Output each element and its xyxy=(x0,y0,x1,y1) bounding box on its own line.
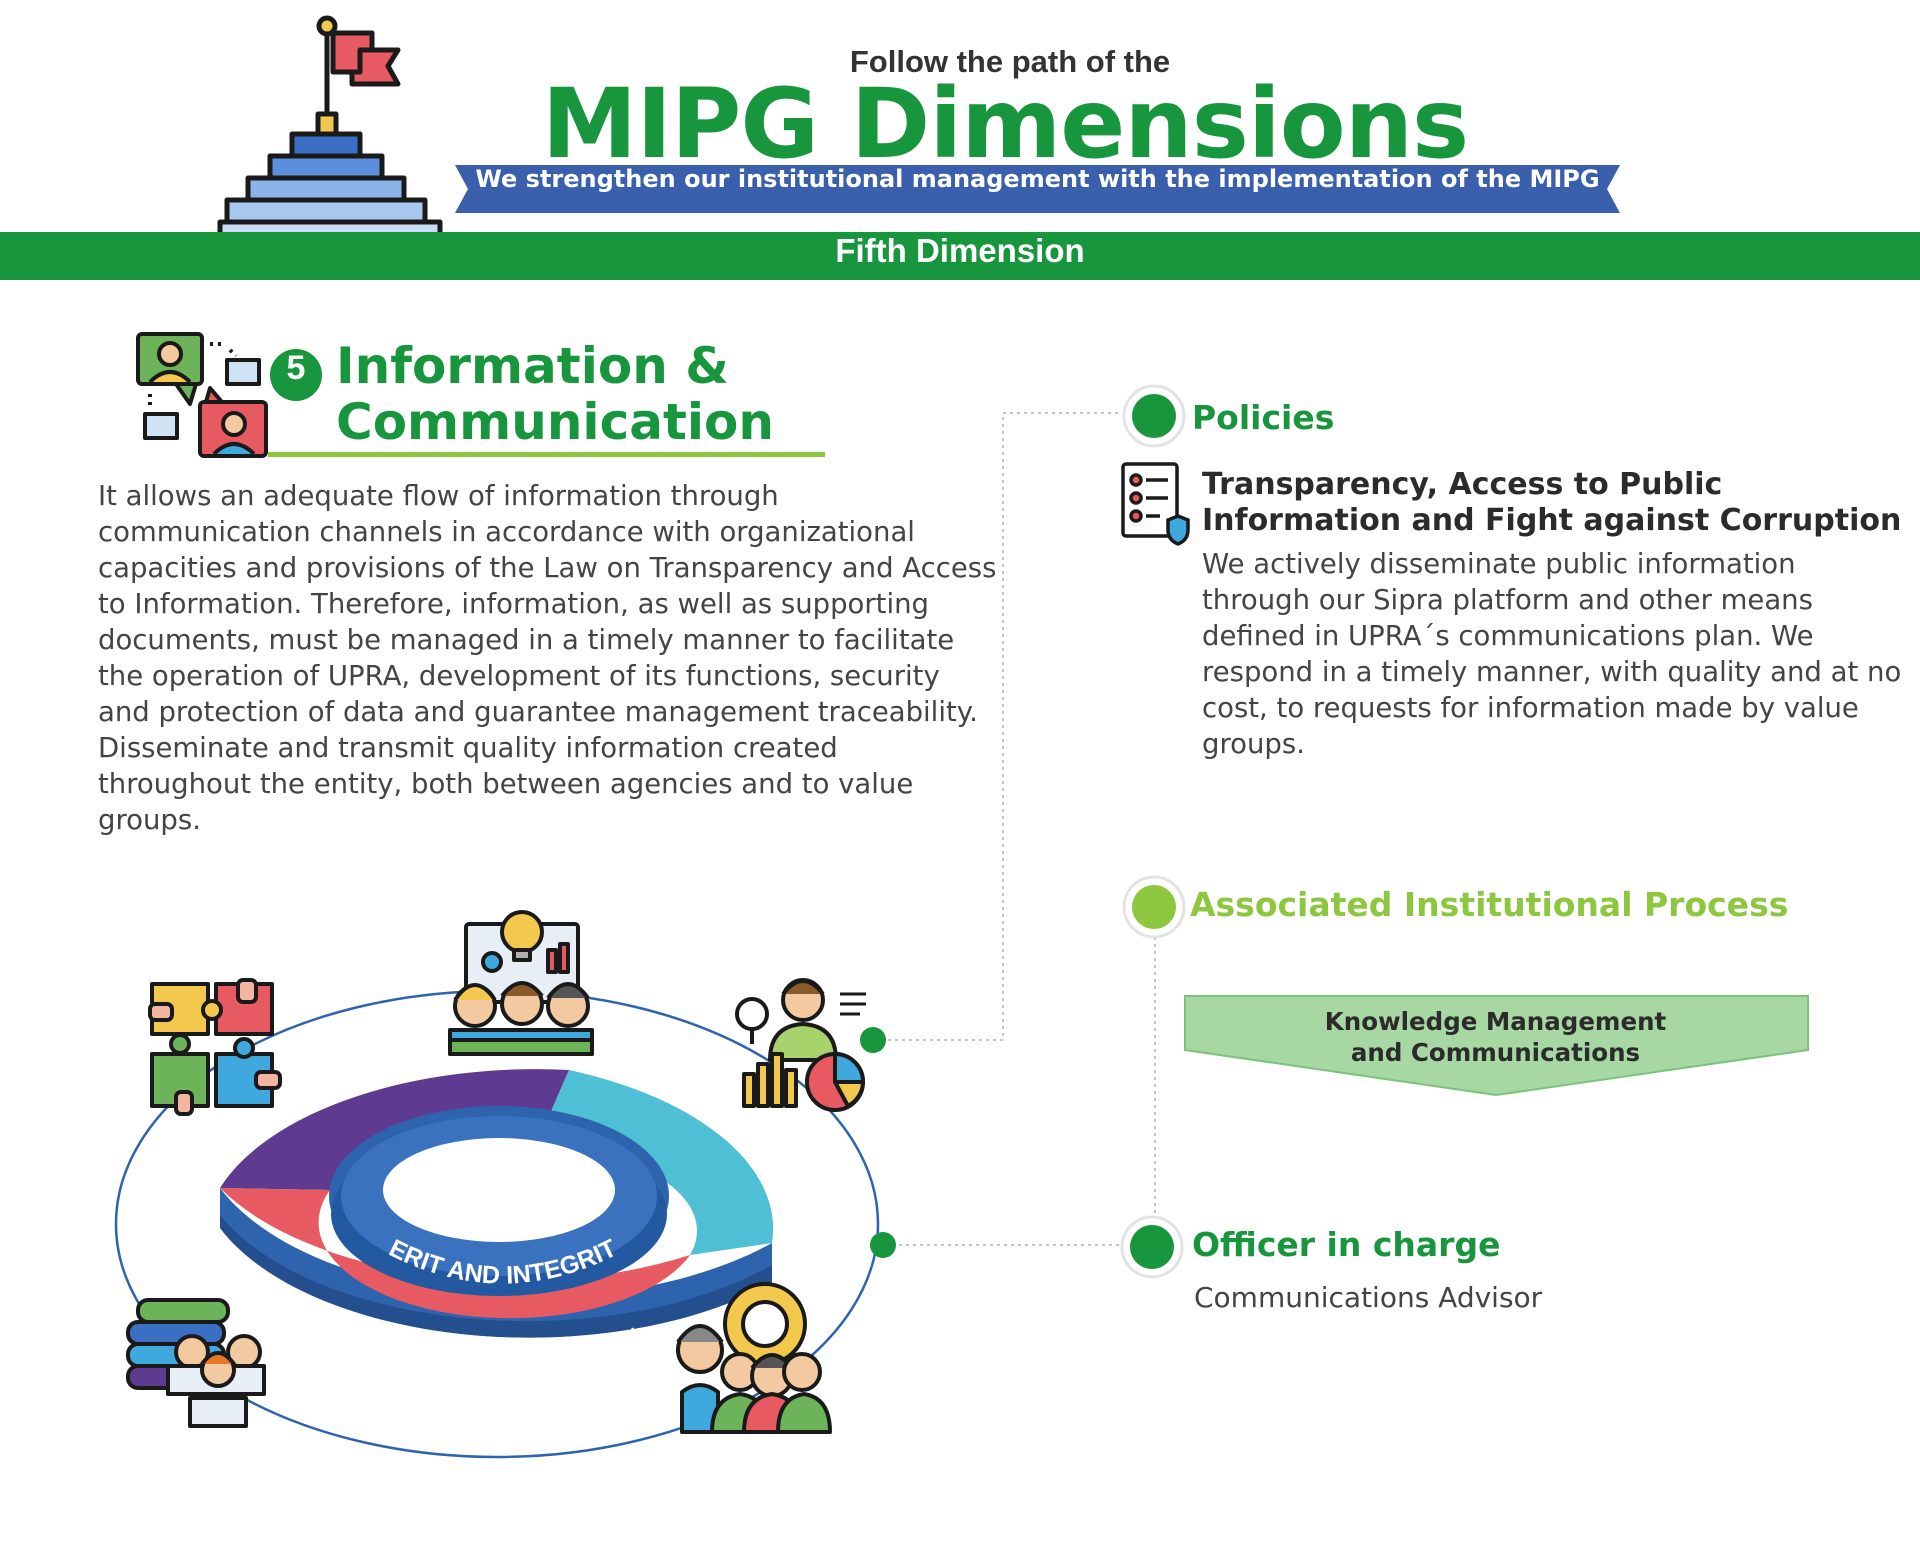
dimension-bar: Fifth Dimension xyxy=(0,232,1920,280)
process-box-line1: Knowledge Management xyxy=(1324,1007,1667,1036)
process-box xyxy=(1184,995,1809,1097)
officer-dot xyxy=(1120,1215,1184,1279)
ring-dot-top xyxy=(860,1027,886,1053)
dimension-underline xyxy=(268,452,825,457)
policy-title: Transparency, Access to Public Informati… xyxy=(1202,467,1902,538)
policies-heading: Policies xyxy=(1192,398,1335,437)
officer-name: Communications Advisor xyxy=(1194,1281,1543,1314)
dimension-title-line2: Communication xyxy=(336,393,774,451)
process-dot xyxy=(1122,875,1186,939)
policy-description: We actively disseminate public informati… xyxy=(1202,548,1902,760)
connector-lines xyxy=(874,412,1156,1246)
banner-ribbon xyxy=(455,165,1620,213)
process-box-line2: and Communications xyxy=(1350,1038,1641,1067)
checklist-shield-icon xyxy=(1121,462,1190,546)
ring-diagram xyxy=(114,989,880,1459)
puzzle-teamwork-icon xyxy=(148,978,282,1116)
dimension-number: 5 xyxy=(270,349,322,401)
team-gear-icon xyxy=(676,1282,832,1434)
idea-meeting-icon xyxy=(448,910,594,1056)
ring-dot-right xyxy=(870,1232,896,1258)
chat-users-icon xyxy=(136,332,268,458)
dimension-title-line1: Information & xyxy=(336,337,729,395)
process-box-label: Knowledge Management and Communications xyxy=(1183,1006,1808,1068)
analyst-chart-icon xyxy=(735,978,866,1112)
page-title: MIPG Dimensions xyxy=(541,68,1469,180)
policies-dot xyxy=(1122,384,1186,448)
header-supertitle: Follow the path of the xyxy=(849,44,1171,79)
officer-heading: Officer in charge xyxy=(1192,1225,1501,1264)
process-heading: Associated Institutional Process xyxy=(1190,885,1789,924)
dimension-title: Information & Communication xyxy=(336,338,856,450)
books-team-icon xyxy=(126,1298,266,1428)
dimension-description: It allows an adequate flow of informatio… xyxy=(98,480,997,836)
banner-text: We strengthen our institutional manageme… xyxy=(475,165,1600,193)
